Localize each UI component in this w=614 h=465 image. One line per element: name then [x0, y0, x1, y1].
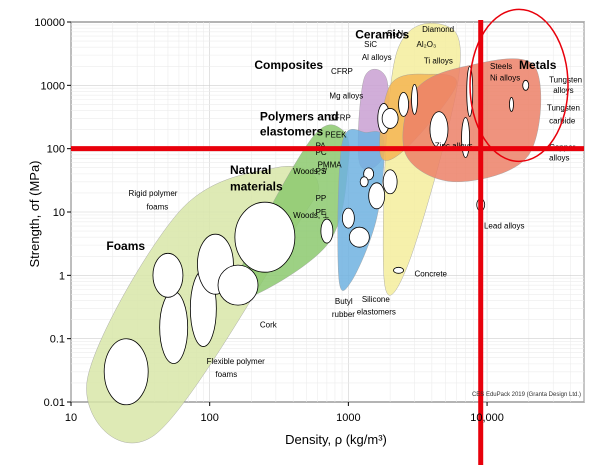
material-bubble: [393, 266, 404, 274]
material-label: Woods, ⊥: [293, 211, 329, 220]
material-label: GFRP: [329, 113, 351, 122]
x-tick-label: 100: [201, 412, 219, 424]
y-tick-label: 10: [53, 207, 65, 219]
group-label: Natural: [230, 163, 271, 177]
material-label: PEEK: [325, 131, 347, 140]
material-bubble: [152, 252, 184, 298]
material-label: Tungsten: [547, 104, 580, 113]
material-bubble: [398, 91, 409, 117]
x-tick-label: 1000: [336, 412, 360, 424]
material-bubble: [368, 182, 386, 210]
material-bubble: [359, 176, 369, 188]
group-label: Polymers and: [260, 109, 339, 123]
material-bubble: [363, 167, 375, 181]
material-label: Butyl: [335, 297, 353, 306]
material-bubble: [320, 218, 334, 244]
material-label: Flexible polymer: [207, 357, 266, 366]
group-label: Composites: [254, 58, 323, 72]
group-label: elastomers: [260, 125, 324, 139]
material-bubble: [348, 226, 370, 248]
material-label: CFRP: [331, 67, 353, 76]
material-label: PC: [316, 148, 327, 157]
material-bubble: [522, 79, 530, 91]
material-label: Tungsten: [549, 76, 582, 85]
y-tick-label: 100: [47, 144, 65, 156]
credit-note: CES EduPack 2019 (Granta Design Ltd.): [472, 392, 581, 398]
material-label: rubber: [332, 310, 355, 319]
material-bubble: [382, 169, 398, 195]
material-label: Si₃N₄: [387, 29, 406, 38]
material-bubble: [103, 338, 149, 406]
material-label: elastomers: [357, 308, 396, 317]
material-label: Al₂O₃: [417, 40, 437, 49]
highlight-ring: [469, 8, 569, 163]
y-tick-label: 0.1: [50, 334, 65, 346]
material-label: Diamond: [422, 25, 454, 34]
group-label: Ceramics: [355, 27, 409, 41]
material-label: Silicone: [362, 295, 391, 304]
y-tick-label: 0.01: [44, 397, 65, 409]
y-tick-label: 1: [59, 270, 65, 282]
material-bubble: [509, 96, 514, 112]
material-bubble: [234, 201, 296, 273]
x-tick-label: 10: [65, 412, 77, 424]
material-label: PS: [316, 167, 327, 176]
material-label: Concrete: [415, 270, 448, 279]
material-label: Ti alloys: [424, 57, 453, 66]
material-label: foams: [146, 202, 168, 211]
material-bubble: [341, 207, 355, 229]
material-label: alloys: [549, 154, 569, 163]
material-bubble: [461, 117, 470, 158]
group-label: Metals: [519, 58, 557, 72]
material-label: Ni alloys: [490, 73, 520, 82]
material-label: foams: [215, 370, 237, 379]
y-axis-title: Strength, σf (MPa): [27, 160, 42, 267]
material-label: Steels: [490, 62, 512, 71]
material-label: Lead alloys: [484, 221, 524, 230]
material-bubble: [217, 264, 259, 306]
material-label: Woods, //: [293, 167, 327, 176]
x-tick-label: 10,000: [470, 412, 504, 424]
material-bubble: [159, 291, 189, 364]
material-label: Cork: [260, 321, 278, 330]
material-label: Rigid polymer: [129, 189, 178, 198]
material-bubble: [381, 108, 399, 129]
material-label: alloys: [553, 86, 573, 95]
group-label: materials: [230, 179, 283, 193]
x-axis-title: Density, ρ (kg/m³): [285, 432, 387, 447]
group-label: Foams: [106, 239, 145, 253]
y-tick-label: 10000: [34, 17, 65, 29]
material-label: PE: [316, 208, 327, 217]
material-bubble: [411, 83, 418, 115]
material-label: PMMA: [318, 161, 343, 170]
material-label: PP: [316, 194, 327, 203]
material-label: SiC: [364, 40, 377, 49]
y-tick-label: 1000: [41, 80, 65, 92]
material-label: Mg alloys: [329, 91, 363, 100]
material-label: Al alloys: [362, 53, 392, 62]
